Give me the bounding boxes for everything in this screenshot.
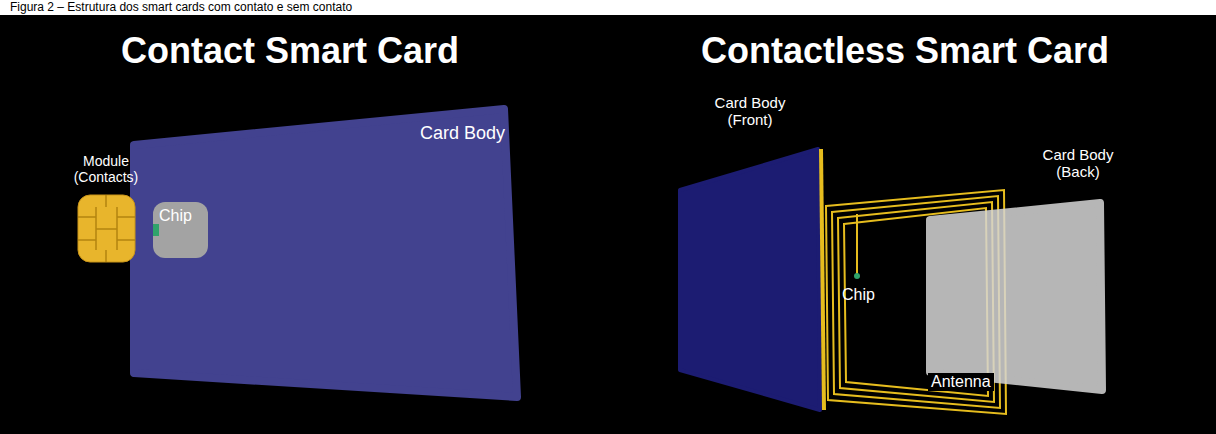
chip-wire — [856, 214, 858, 274]
contact-line — [78, 239, 96, 241]
part-label: Chip — [159, 207, 205, 225]
part-label: Card Body (Back) — [1028, 146, 1128, 181]
chip-die — [153, 202, 208, 258]
card-edge — [821, 149, 824, 410]
card-part: Module (Contacts) — [78, 195, 135, 262]
part-label: Module (Contacts) — [60, 153, 152, 185]
node-shape — [928, 200, 1106, 394]
part-label: Antenna — [928, 373, 994, 391]
panel-heading: Contact Smart Card — [121, 30, 459, 71]
card-part: Card Body (Front) — [678, 146, 828, 414]
part-label: Chip — [842, 286, 875, 304]
card-part: Chip — [153, 202, 208, 258]
contact-line — [117, 216, 135, 218]
contact-line — [117, 239, 135, 241]
contact-line — [105, 195, 107, 207]
part-label: Card Body (Front) — [700, 94, 800, 129]
contact-module — [78, 195, 135, 262]
contact-line — [96, 228, 117, 230]
chip-dot — [854, 273, 860, 279]
panel-heading: Contactless Smart Card — [701, 30, 1109, 71]
contact-line — [78, 216, 96, 218]
caption: Figura 2 – Estrutura dos smart cards com… — [10, 0, 352, 14]
chip-contact — [153, 224, 159, 236]
card-outline — [134, 109, 517, 397]
part-label: Card Body — [405, 123, 505, 144]
node-shape — [678, 146, 828, 414]
contact-line — [105, 250, 107, 262]
card-part: Card Body (Back) — [928, 200, 1106, 394]
card-part: Card BodyChip — [130, 105, 522, 403]
card-outline — [930, 203, 1102, 390]
node-shape — [78, 195, 135, 262]
card-front-outline — [680, 149, 820, 410]
